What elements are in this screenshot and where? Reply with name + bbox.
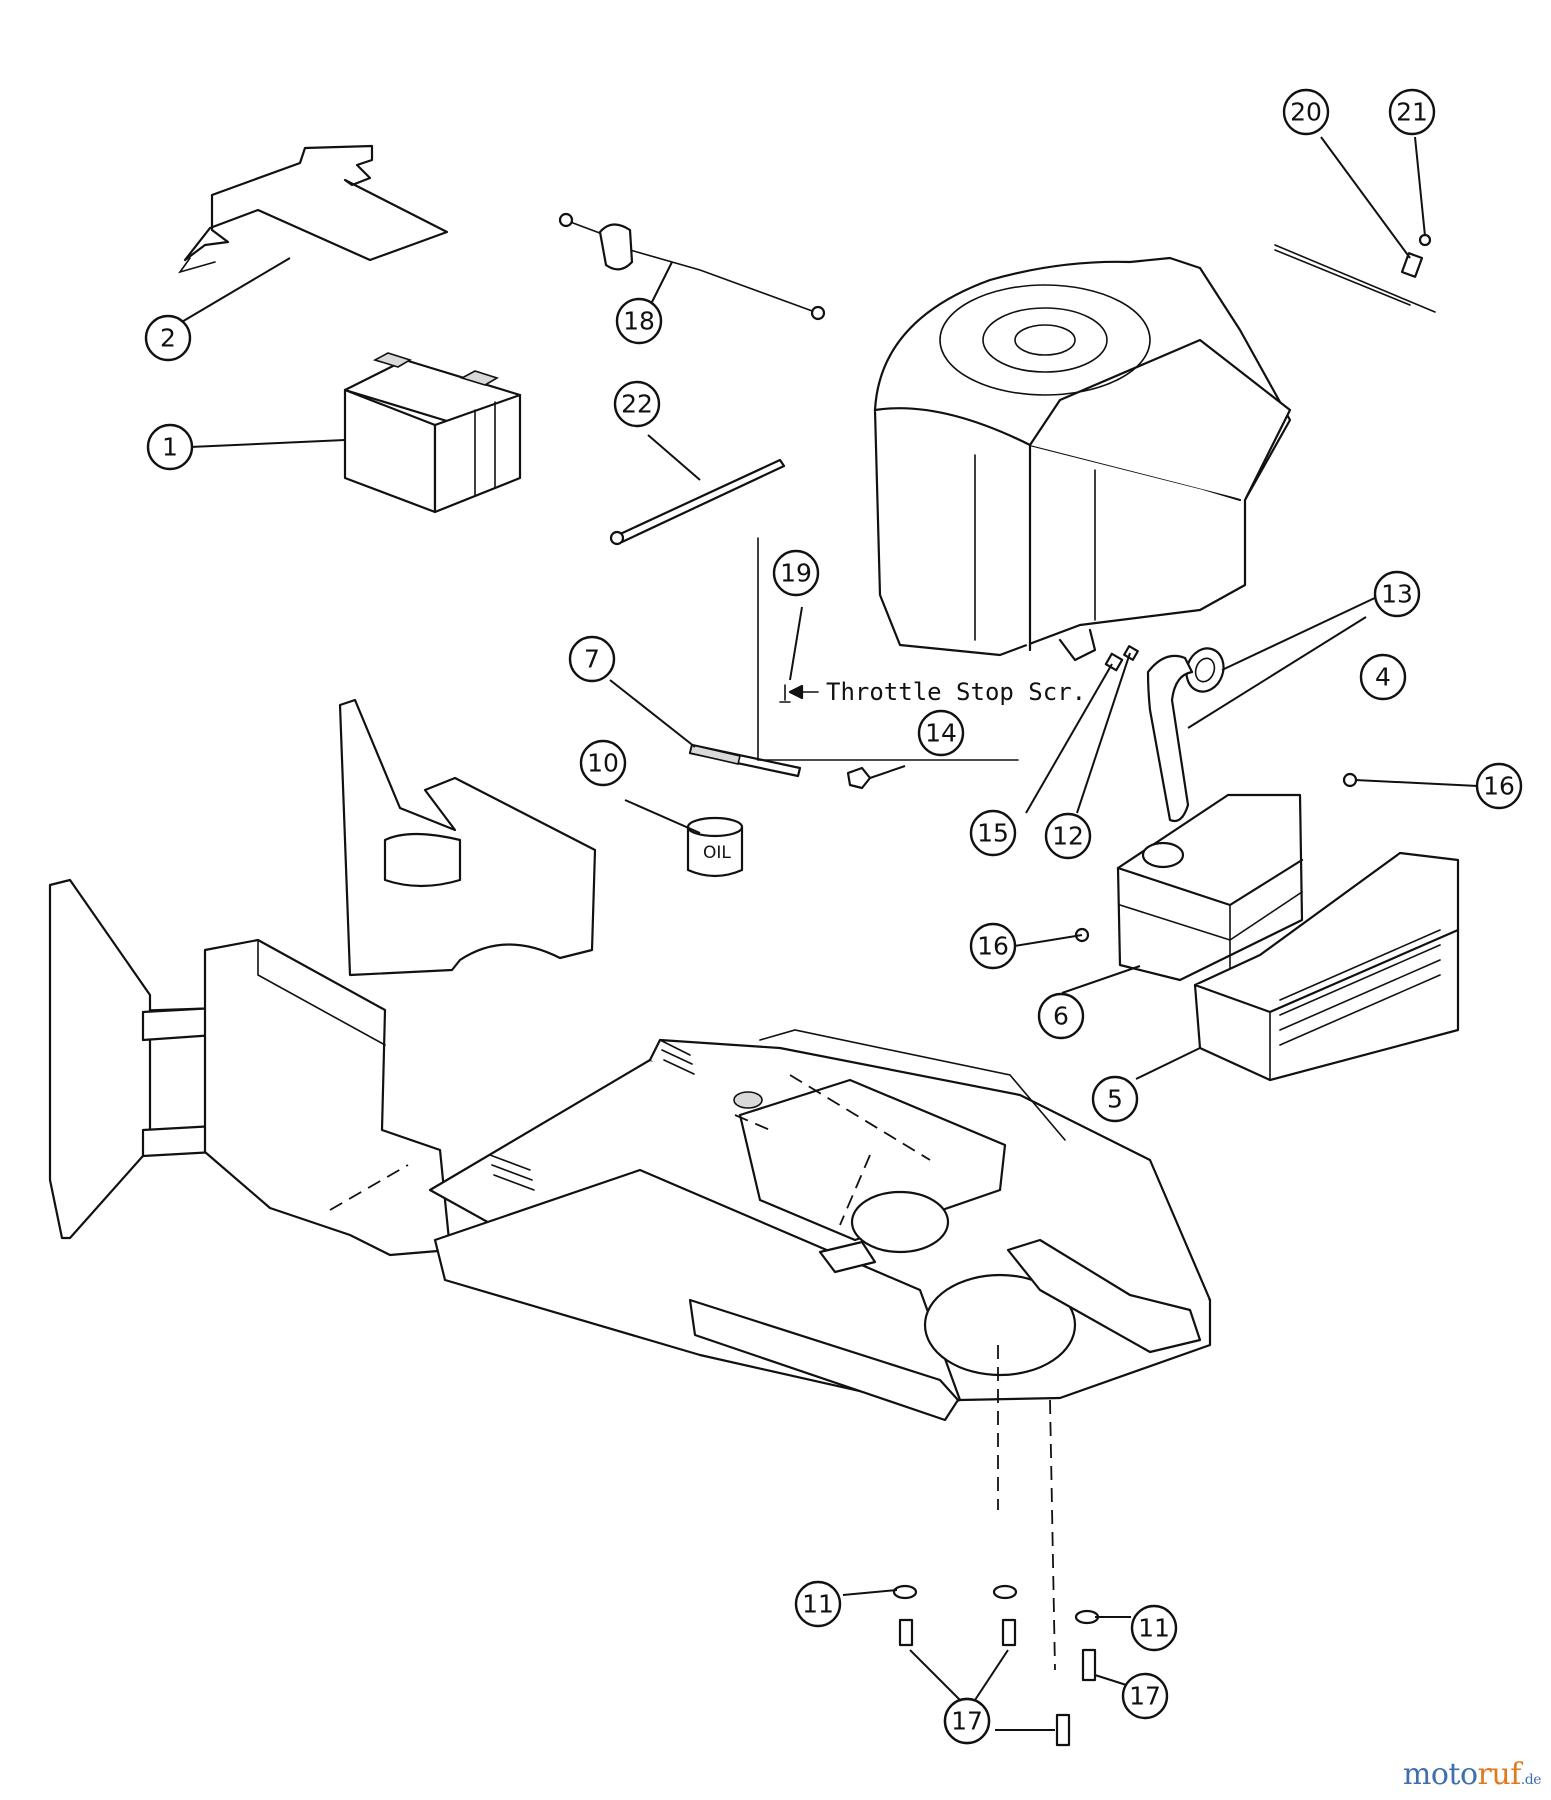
callout-5: 5 [1091, 1075, 1139, 1123]
part-oil-can: OIL [686, 816, 744, 878]
callout-16-left: 16 [969, 922, 1017, 970]
callout-14: 14 [917, 709, 965, 757]
callout-13: 13 [1373, 570, 1421, 618]
part-exhaust-pipe [1146, 654, 1194, 823]
svg-text:10: 10 [587, 749, 619, 778]
part-frame [48, 698, 1212, 1671]
svg-text:12: 12 [1052, 822, 1084, 851]
svg-text:13: 13 [1381, 580, 1413, 609]
part-battery [343, 352, 522, 514]
svg-text:5: 5 [1107, 1085, 1123, 1114]
part-engine [873, 256, 1292, 662]
svg-text:21: 21 [1396, 98, 1428, 127]
callout-20: 20 [1282, 88, 1330, 136]
callout-21: 21 [1388, 88, 1436, 136]
svg-text:18: 18 [623, 307, 655, 336]
callout-17-right: 17 [1121, 1672, 1169, 1720]
part-throttle-stop-screw: Throttle Stop Scr. [757, 537, 1086, 761]
svg-text:16: 16 [1483, 772, 1515, 801]
callout-11-left: 11 [794, 1580, 842, 1628]
part-throttle-cable [1274, 233, 1436, 313]
part-muffler [1074, 772, 1358, 982]
part-spark-plug-wire [558, 212, 826, 321]
callout-10: 10 [579, 739, 627, 787]
part-cable-tie [609, 458, 786, 546]
svg-text:11: 11 [1138, 1614, 1170, 1643]
svg-text:2: 2 [160, 324, 176, 353]
part-nut [846, 766, 872, 790]
callout-6: 6 [1037, 992, 1085, 1040]
callout-1: 1 [146, 423, 194, 471]
svg-text:11: 11 [802, 1590, 834, 1619]
callout-15: 15 [969, 809, 1017, 857]
svg-text:22: 22 [621, 390, 653, 419]
callout-19: 19 [772, 549, 820, 597]
throttle-stop-screw-label: Throttle Stop Scr. [826, 678, 1086, 706]
callout-18: 18 [615, 297, 663, 345]
svg-text:20: 20 [1290, 98, 1322, 127]
svg-text:14: 14 [925, 719, 957, 748]
part-gasket [1185, 647, 1225, 693]
svg-text:15: 15 [977, 819, 1009, 848]
callout-4: 4 [1359, 653, 1407, 701]
watermark-logo: motoruf.de [1402, 1757, 1542, 1792]
oil-can-label: OIL [703, 843, 731, 863]
svg-text:6: 6 [1053, 1002, 1069, 1031]
callout-22: 22 [613, 380, 661, 428]
callout-2: 2 [144, 314, 192, 362]
svg-text:1: 1 [162, 433, 178, 462]
part-fasteners [892, 1584, 1100, 1747]
part-battery-plate [178, 144, 449, 274]
callout-7: 7 [568, 635, 616, 683]
callout-16-right: 16 [1475, 762, 1523, 810]
callout-12: 12 [1044, 812, 1092, 860]
leader-lines [179, 136, 1479, 1731]
svg-text:4: 4 [1375, 663, 1391, 692]
part-muffler-guard [1193, 851, 1460, 1082]
svg-text:17: 17 [951, 1707, 983, 1736]
callout-17-bottom: 17 [943, 1697, 991, 1745]
callout-11-right: 11 [1130, 1604, 1178, 1652]
svg-text:17: 17 [1129, 1682, 1161, 1711]
svg-text:19: 19 [780, 559, 812, 588]
svg-text:16: 16 [977, 932, 1009, 961]
svg-text:7: 7 [584, 645, 600, 674]
